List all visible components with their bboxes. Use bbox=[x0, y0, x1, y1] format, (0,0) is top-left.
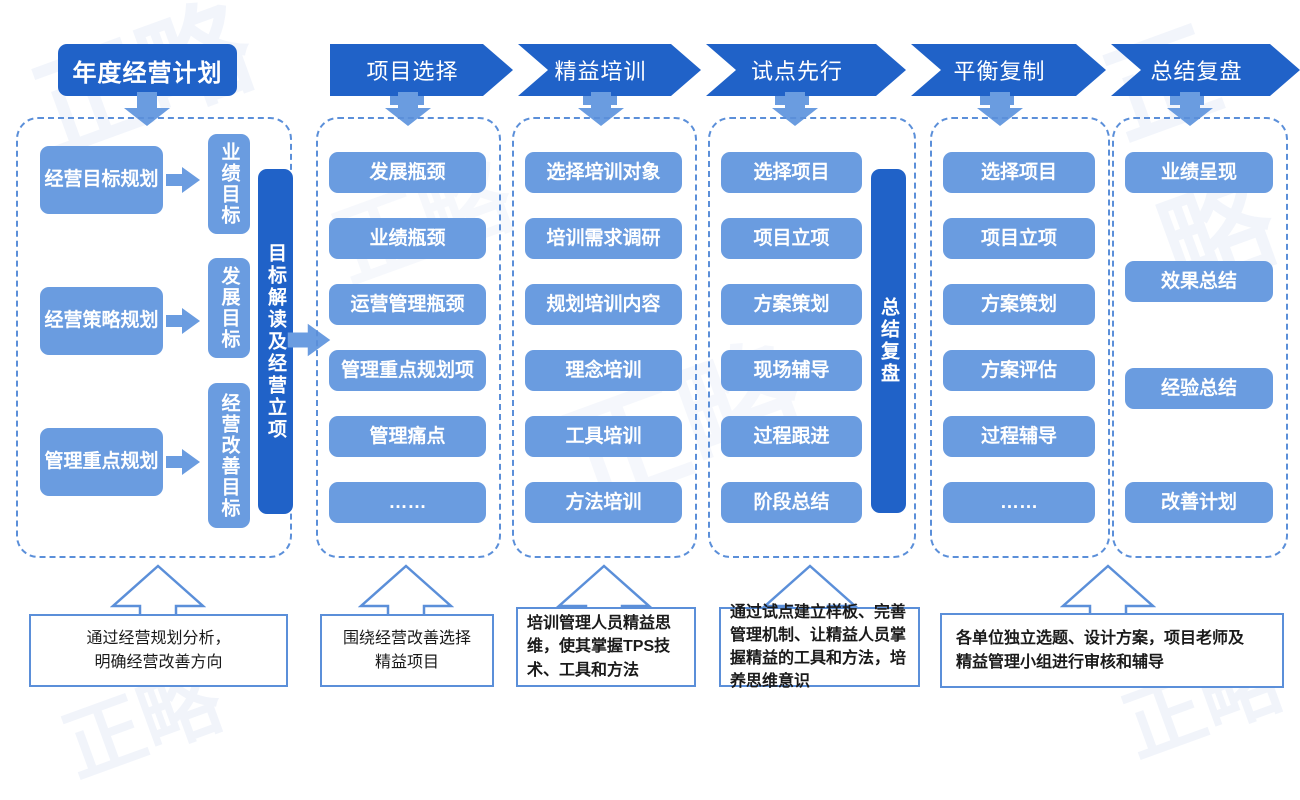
goal-item[interactable]: 发展目标 bbox=[208, 258, 250, 358]
stage-label: 精益培训 bbox=[554, 59, 647, 84]
list-item[interactable]: 方案策划 bbox=[721, 284, 862, 325]
list-item[interactable]: 规划培训内容 bbox=[525, 284, 682, 325]
caption-line: 培训管理人员精益思 bbox=[527, 615, 672, 633]
list-item[interactable]: 方法培训 bbox=[525, 482, 682, 523]
list-item[interactable]: 方案评估 bbox=[943, 350, 1095, 391]
column-project-selection: 发展瓶颈 业绩瓶颈 运营管理瓶颈 管理重点规划项 管理痛点 …… bbox=[316, 117, 501, 558]
column-pilot-first: 选择项目 项目立项 方案策划 现场辅导 过程跟进 阶段总结 总结复盘 bbox=[708, 117, 916, 558]
caption-line: 握精益的工具和方法，培 bbox=[730, 650, 907, 667]
caption-line: 术、工具和方法 bbox=[527, 661, 640, 679]
list-item[interactable]: 管理痛点 bbox=[329, 416, 486, 457]
list-item[interactable]: 方案策划 bbox=[943, 284, 1095, 325]
list-item[interactable]: …… bbox=[943, 482, 1095, 523]
caption-line: 养思维意识 bbox=[730, 673, 811, 691]
right-arrow-icon bbox=[166, 308, 200, 334]
caption-lean-training: 培训管理人员精益思 维，使其掌握TPS技 术、工具和方法 bbox=[516, 607, 696, 687]
stage-header-pilot-first[interactable]: 试点先行 bbox=[706, 44, 906, 96]
list-item[interactable]: 业绩瓶颈 bbox=[329, 218, 486, 259]
caption-line: 各单位独立选题、设计方案，项目老师及 bbox=[956, 629, 1245, 647]
list-item[interactable]: 选择项目 bbox=[721, 152, 862, 193]
right-arrow-icon bbox=[166, 449, 200, 475]
list-item[interactable]: 运营管理瓶颈 bbox=[329, 284, 486, 325]
goal-item[interactable]: 经营改善目标 bbox=[208, 383, 250, 528]
list-item[interactable]: 改善计划 bbox=[1125, 482, 1273, 523]
column-summary-review: 业绩呈现 效果总结 经验总结 改善计划 bbox=[1112, 117, 1288, 558]
stage-label: 项目选择 bbox=[366, 59, 459, 84]
caption-line: 管理机制、让精益人员掌 bbox=[730, 626, 907, 644]
up-arrow-icon bbox=[1060, 563, 1156, 619]
caption-line: 精益管理小组进行审核和辅导 bbox=[956, 653, 1165, 671]
list-item[interactable]: 业绩呈现 bbox=[1125, 152, 1273, 193]
list-item[interactable]: 过程辅导 bbox=[943, 416, 1095, 457]
list-item[interactable]: 选择项目 bbox=[943, 152, 1095, 193]
caption-line: 通过经营规划分析， bbox=[86, 629, 231, 647]
caption-line: 维，使其掌握TPS技 bbox=[527, 638, 671, 656]
list-item[interactable]: 管理重点规划项 bbox=[329, 350, 486, 391]
column-balanced-replication: 选择项目 项目立项 方案策划 方案评估 过程辅导 …… bbox=[930, 117, 1110, 558]
up-arrow-icon bbox=[358, 563, 454, 619]
list-item[interactable]: 培训需求调研 bbox=[525, 218, 682, 259]
caption-annual-plan: 通过经营规划分析， 明确经营改善方向 bbox=[29, 614, 288, 687]
list-item[interactable]: 现场辅导 bbox=[721, 350, 862, 391]
up-arrow-icon bbox=[110, 563, 206, 619]
list-item[interactable]: 理念培训 bbox=[525, 350, 682, 391]
caption-line: 精益项目 bbox=[374, 653, 439, 671]
right-arrow-icon bbox=[166, 167, 200, 193]
list-item[interactable]: …… bbox=[329, 482, 486, 523]
stage-header-project-selection[interactable]: 项目选择 bbox=[330, 44, 513, 96]
stage-label: 总结复盘 bbox=[1150, 59, 1243, 84]
stage-header-balanced-replication[interactable]: 平衡复制 bbox=[911, 44, 1106, 96]
list-item[interactable]: 过程跟进 bbox=[721, 416, 862, 457]
stage-header-lean-training[interactable]: 精益培训 bbox=[518, 44, 701, 96]
caption-pilot-first: 通过试点建立样板、完善 管理机制、让精益人员掌 握精益的工具和方法，培 养思维意… bbox=[719, 604, 920, 690]
page-title: 年度经营计划 bbox=[58, 44, 237, 96]
list-item[interactable]: 工具培训 bbox=[525, 416, 682, 457]
caption-line: 通过试点建立样板、完善 bbox=[730, 603, 907, 621]
column-lean-training: 选择培训对象 培训需求调研 规划培训内容 理念培训 工具培训 方法培训 bbox=[512, 117, 697, 558]
plan-item[interactable]: 经营目标规划 bbox=[40, 146, 163, 214]
caption-line: 明确经营改善方向 bbox=[94, 653, 223, 671]
column-annual-plan: 经营目标规划 经营策略规划 管理重点规划 业绩目标 发展目标 经营改善目标 目标… bbox=[16, 117, 293, 558]
caption-balanced-replication: 各单位独立选题、设计方案，项目老师及 精益管理小组进行审核和辅导 bbox=[940, 613, 1284, 688]
stage-label: 平衡复制 bbox=[953, 59, 1046, 84]
stage-header-row: 年度经营计划 项目选择 精益培训 试点先行 平衡复制 总结复盘 bbox=[0, 44, 1300, 96]
caption-project-selection: 围绕经营改善选择 精益项目 bbox=[320, 614, 494, 687]
plan-item[interactable]: 管理重点规划 bbox=[40, 428, 163, 496]
list-item[interactable]: 经验总结 bbox=[1125, 368, 1273, 409]
right-arrow-icon bbox=[287, 323, 331, 357]
list-item[interactable]: 阶段总结 bbox=[721, 482, 862, 523]
list-item[interactable]: 发展瓶颈 bbox=[329, 152, 486, 193]
list-item[interactable]: 效果总结 bbox=[1125, 261, 1273, 302]
list-item[interactable]: 选择培训对象 bbox=[525, 152, 682, 193]
stage-header-summary-review[interactable]: 总结复盘 bbox=[1111, 44, 1300, 96]
caption-line: 围绕经营改善选择 bbox=[342, 629, 471, 647]
summary-review-bar[interactable]: 总结复盘 bbox=[871, 169, 906, 513]
plan-item[interactable]: 经营策略规划 bbox=[40, 287, 163, 355]
stage-label: 试点先行 bbox=[750, 59, 843, 84]
list-item[interactable]: 项目立项 bbox=[721, 218, 862, 259]
list-item[interactable]: 项目立项 bbox=[943, 218, 1095, 259]
goal-item[interactable]: 业绩目标 bbox=[208, 134, 250, 234]
goal-interpretation-bar[interactable]: 目标解读及经营立项 bbox=[258, 169, 293, 514]
